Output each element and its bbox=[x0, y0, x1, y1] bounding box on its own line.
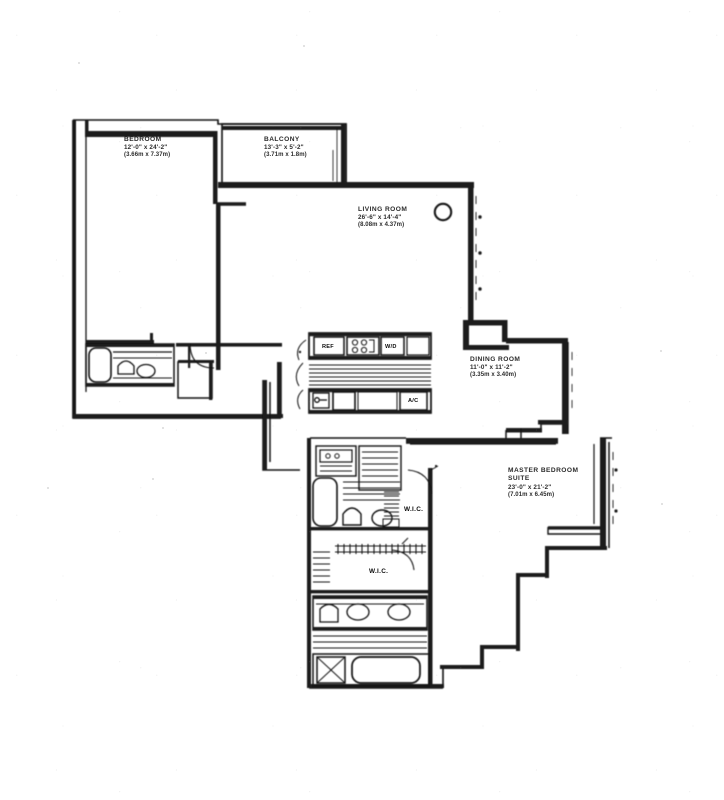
washer-dryer-cell bbox=[380, 336, 405, 356]
scan-speck bbox=[78, 62, 80, 64]
wic-lower-shelving bbox=[313, 544, 426, 583]
wic-upper-shelving bbox=[382, 491, 400, 528]
wall-living-top bbox=[218, 182, 474, 188]
room-dims-metric-bedroom: (3.66m x 7.37m) bbox=[124, 152, 171, 159]
balcony-rail-hatch bbox=[332, 128, 338, 183]
room-name-balcony: BALCONY bbox=[264, 136, 300, 143]
room-name-master-bedroom: MASTER BEDROOM bbox=[508, 467, 579, 474]
wall-master-suite bbox=[406, 428, 612, 550]
room-dims-imperial-living-room: 26'-6" x 14'-4" bbox=[358, 214, 402, 222]
master-toilet bbox=[342, 507, 362, 526]
structural-column bbox=[433, 202, 453, 222]
room-dims-imperial-master-bedroom: 23'-0" x 21'-2" bbox=[508, 483, 552, 491]
master-lavatory bbox=[371, 509, 393, 527]
misc-marks bbox=[401, 464, 439, 545]
service-core-right-wall bbox=[428, 468, 433, 686]
room-dims-metric-master-bedroom: (7.01m x 6.45m) bbox=[508, 491, 555, 498]
bathtub-lower bbox=[351, 656, 421, 684]
wall-bedroom-right bbox=[213, 131, 246, 370]
kitchen-sink bbox=[312, 392, 330, 409]
cooktop-cell bbox=[346, 336, 380, 356]
scan-speck bbox=[152, 478, 154, 480]
room-label-living-room: LIVING ROOM 26'-6" x 14'-4" (8.08m x 4.3… bbox=[358, 206, 407, 230]
scan-speck bbox=[303, 45, 305, 47]
oven bbox=[332, 391, 356, 411]
scan-speck bbox=[47, 487, 49, 489]
room-name-master-bedroom-line2: SUITE bbox=[508, 475, 530, 483]
scan-speck bbox=[660, 350, 662, 352]
kitchen bbox=[295, 332, 432, 414]
bathtub bbox=[88, 347, 112, 383]
room-dims-metric-dining-room: (3.35m x 3.40m) bbox=[470, 372, 517, 379]
wall-dining bbox=[506, 338, 569, 434]
master-inner-face bbox=[410, 443, 595, 524]
wall-living-right bbox=[468, 182, 474, 324]
room-name-bedroom: BEDROOM bbox=[124, 136, 162, 143]
cooktop-burners bbox=[351, 339, 375, 354]
shower-and-tub bbox=[312, 653, 430, 687]
bathroom-upper-left bbox=[85, 343, 175, 387]
bathroom-lower bbox=[312, 595, 428, 631]
shower-stall bbox=[316, 656, 346, 684]
door-swing-bedroom bbox=[189, 342, 215, 369]
room-name-living-room: LIVING ROOM bbox=[358, 206, 408, 213]
toilet bbox=[117, 360, 135, 375]
appliance-label-air-conditioner: A/C bbox=[408, 398, 419, 404]
wall-bedroom-top bbox=[85, 120, 216, 137]
room-label-master-bedroom: MASTER BEDROOM SUITE 23'-0" x 21'-2" (7.… bbox=[508, 467, 578, 500]
room-dims-metric-balcony: (3.71m x 1.8m) bbox=[264, 152, 307, 159]
toilet-lower bbox=[319, 603, 339, 623]
room-dims-imperial-dining-room: 11'-0" x 11'-2" bbox=[470, 364, 513, 372]
corridor-band bbox=[313, 635, 427, 649]
room-dims-metric-living-room: (8.08m x 4.37m) bbox=[358, 222, 405, 229]
wall-dining-step bbox=[506, 420, 568, 433]
scan-speck bbox=[205, 352, 207, 354]
scan-speck bbox=[661, 503, 663, 505]
closet-label-wic-upper: W.I.C. bbox=[404, 506, 424, 513]
wall-living-dining-jog bbox=[463, 320, 509, 350]
closet-label-wic-lower: W.I.C. bbox=[369, 568, 389, 575]
room-dims-imperial-bedroom: 12'-0" x 24'-2" bbox=[124, 144, 168, 152]
room-label-balcony: BALCONY 13'-3" x 5'-2" (3.71m x 1.8m) bbox=[264, 136, 307, 160]
refrigerator-cell bbox=[313, 336, 345, 356]
room-name-dining-room: DINING ROOM bbox=[470, 356, 521, 363]
scan-speck bbox=[162, 427, 164, 429]
master-bathtub bbox=[312, 477, 338, 527]
room-dims-imperial-balcony: 13'-3" x 5'-2" bbox=[264, 144, 304, 152]
ac-cell bbox=[399, 391, 428, 411]
room-label-bedroom: BEDROOM 12'-0" x 24'-2" (3.66m x 7.37m) bbox=[124, 136, 170, 160]
room-label-dining-room: DINING ROOM 11'-0" x 11'-2" (3.35m x 3.4… bbox=[470, 356, 520, 380]
door-swing-master bbox=[391, 469, 433, 571]
kitchen-door-swings bbox=[295, 339, 307, 410]
appliance-label-washer-dryer: W/D bbox=[385, 344, 397, 350]
kitchen-island bbox=[309, 364, 431, 386]
appliance-label-refrigerator: REF bbox=[322, 344, 334, 350]
